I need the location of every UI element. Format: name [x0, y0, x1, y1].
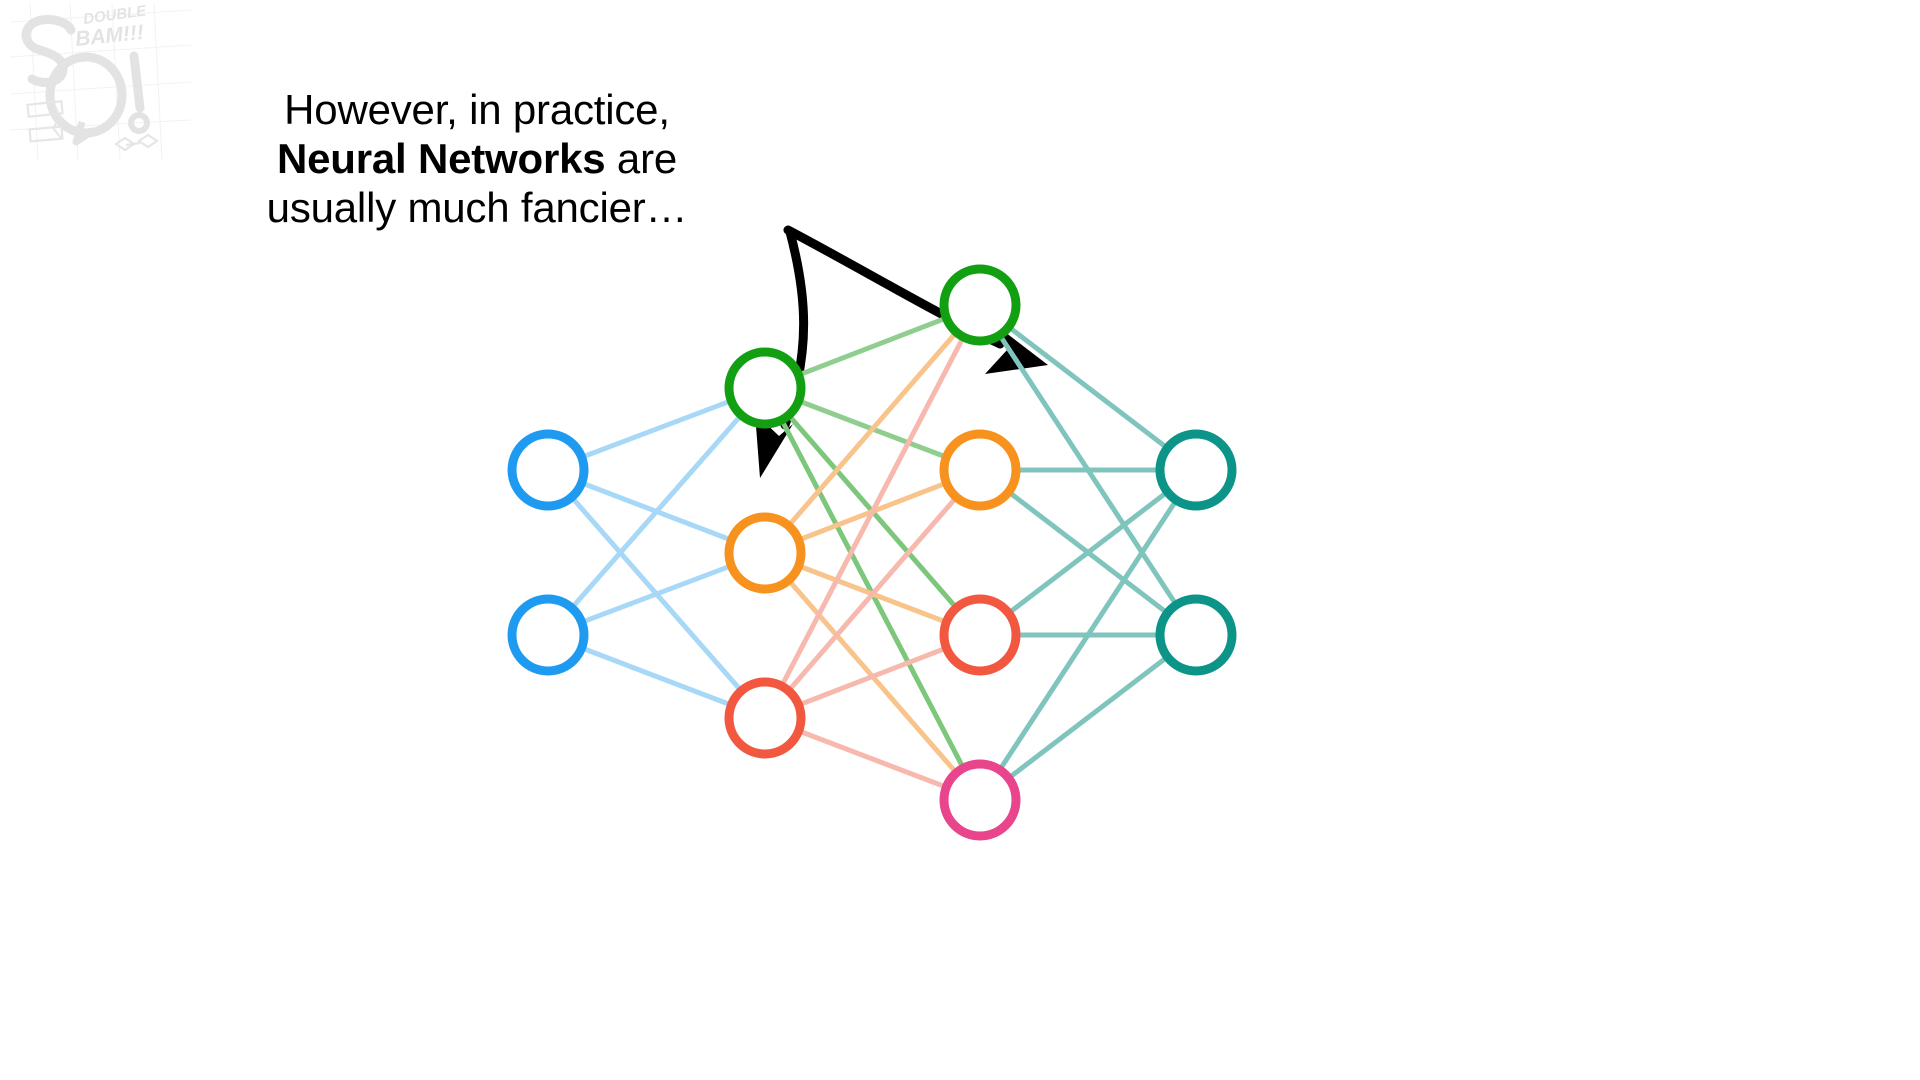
edges-hidden2-to-output	[977, 302, 1199, 803]
hidden-layer-1	[724, 347, 806, 759]
hidden2-node-pink[interactable]	[939, 759, 1021, 841]
hidden1-node-red[interactable]	[724, 677, 806, 759]
page-caption: However, in practice, Neural Networks ar…	[222, 86, 732, 233]
caption-line1-pre: However, in practice,	[284, 86, 670, 133]
output-node-1[interactable]	[1155, 429, 1237, 511]
caption-bold-neural: Neural	[276, 134, 407, 182]
hidden1-node-orange[interactable]	[724, 512, 806, 594]
input-node-2[interactable]	[507, 594, 589, 676]
caption-line2-post: are usually much	[266, 134, 678, 231]
hidden2-node-orange[interactable]	[939, 429, 1021, 511]
output-layer	[1155, 429, 1237, 676]
caption-bold-networks: Networks	[417, 134, 606, 182]
input-layer	[507, 429, 589, 676]
input-node-1[interactable]	[507, 429, 589, 511]
output-node-2[interactable]	[1155, 594, 1237, 676]
caption-line3: fancier…	[520, 183, 688, 231]
hidden2-node-red[interactable]	[939, 594, 1021, 676]
hidden1-node-green[interactable]	[724, 347, 806, 429]
hidden2-node-green[interactable]	[939, 264, 1021, 346]
hidden-layer-2	[939, 264, 1021, 841]
